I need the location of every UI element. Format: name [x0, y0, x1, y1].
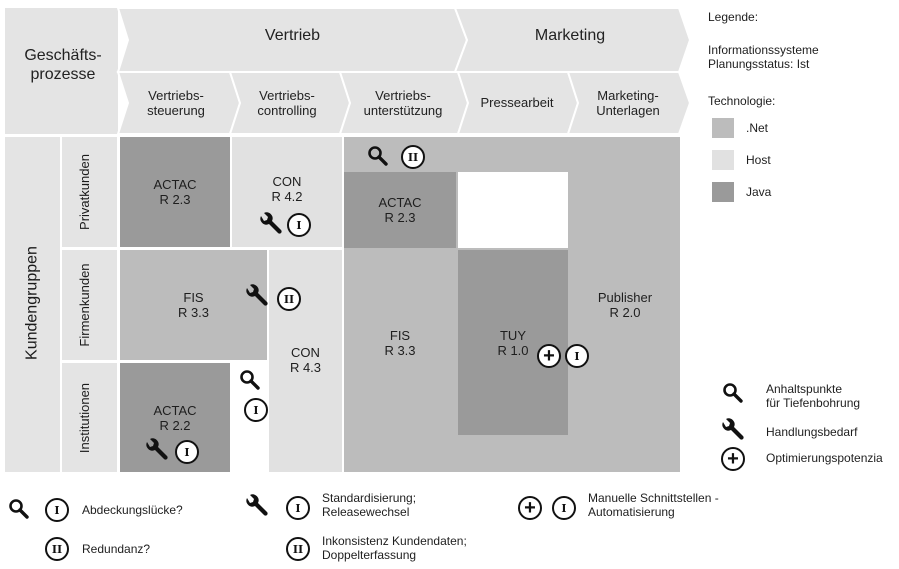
process-marketing-unterlagen: Marketing- Unterlagen	[596, 88, 660, 118]
legend-swatch-net	[712, 118, 734, 138]
row-label-firmenkunden: Firmenkunden	[77, 263, 92, 347]
empty-area	[458, 172, 568, 248]
group-marketing-label: Marketing	[534, 27, 606, 44]
marker-one-circle: I	[175, 440, 199, 464]
cell-fis-33-firmenkunden: FIS R 3.3	[120, 250, 267, 360]
bottom-legend-search-one: Abdeckungslücke?	[82, 503, 183, 517]
header-background	[5, 7, 690, 135]
wrench-icon	[722, 418, 744, 440]
marker-one-circle: I	[287, 213, 311, 237]
magnifier-icon	[367, 145, 388, 166]
legend-subtitle: Informationssysteme Planungsstatus: Ist	[708, 43, 819, 71]
wrench-icon	[246, 284, 268, 306]
marker-two-circle: II	[45, 537, 69, 561]
magnifier-icon	[239, 369, 260, 390]
row-group-label: Kundengruppen	[23, 246, 41, 360]
group-vertrieb-label: Vertrieb	[264, 27, 321, 44]
row-label-institutionen: Institutionen	[77, 382, 92, 454]
row-header-privatkunden	[62, 137, 117, 247]
bottom-legend-wrench-one: Standardisierung; Releasewechsel	[322, 491, 417, 519]
legend-swatch-host	[712, 150, 734, 170]
legend-title: Legende:	[708, 10, 759, 24]
marker-one-circle: I	[244, 398, 268, 422]
bottom-legend-search-two: Redundanz?	[82, 542, 151, 556]
legend-wrench-label: Handlungsbedarf	[766, 425, 858, 439]
process-vertriebscontrolling: Vertriebs- controlling	[257, 88, 317, 118]
marker-two-circle: II	[277, 287, 301, 311]
wrench-icon	[246, 494, 268, 516]
magnifier-icon	[722, 382, 743, 403]
row-label-privatkunden: Privatkunden	[77, 154, 92, 230]
marker-two-circle: II	[286, 537, 310, 561]
bottom-legend-plus-one: Manuelle Schnittstellen - Automatisierun…	[588, 491, 719, 519]
process-pressearbeit: Pressearbeit	[480, 95, 554, 110]
legend-label-net: .Net	[746, 121, 769, 135]
cell-actac-23-vertriebsunterstuetzung: ACTAC R 2.3	[344, 172, 456, 248]
cell-fis-33-vertriebsunterstuetzung: FIS R 3.3	[384, 327, 416, 358]
marker-one-circle: I	[286, 496, 310, 520]
cell-con-42: CON R 4.2	[271, 174, 303, 204]
marker-one-circle: I	[552, 496, 576, 520]
legend-swatch-java	[712, 182, 734, 202]
marker-one-circle: I	[45, 498, 69, 522]
magnifier-icon	[8, 498, 29, 519]
plus-circle-icon: +	[518, 496, 542, 520]
plus-circle-icon: +	[721, 447, 745, 471]
row-group-header	[5, 137, 60, 472]
process-vertriebssteuerung: Vertriebs- steuerung	[147, 88, 205, 118]
legend-label-java: Java	[746, 185, 772, 199]
legend-technology-title: Technologie:	[708, 94, 776, 108]
corner-label: Geschäfts- prozesse	[24, 47, 102, 83]
process-vertriebsunterstuetzung: Vertriebs- unterstützung	[363, 88, 443, 118]
cell-con-43: CON R 4.3	[289, 345, 322, 375]
plus-circle-icon: +	[537, 344, 561, 368]
con-43-block	[269, 250, 342, 472]
marker-one-circle: I	[565, 344, 589, 368]
legend-magnifier-label: Anhaltspunkte für Tiefenbohrung	[766, 382, 861, 410]
cell-actac-23-privatkunden: ACTAC R 2.3	[120, 137, 230, 247]
wrench-icon	[260, 212, 282, 234]
cell-tuy-10: TUY R 1.0	[458, 250, 568, 435]
row-header-firmenkunden	[62, 250, 117, 360]
cell-publisher-20: Publisher R 2.0	[597, 290, 653, 320]
bottom-legend-wrench-two: Inkonsistenz Kundendaten; Doppelterfassu…	[322, 534, 467, 562]
marker-two-circle: II	[401, 145, 425, 169]
legend-plus-label: Optimierungspotenzia	[766, 451, 883, 465]
row-header-institutionen	[62, 363, 117, 472]
legend-label-host: Host	[746, 153, 771, 167]
wrench-icon	[146, 438, 168, 460]
